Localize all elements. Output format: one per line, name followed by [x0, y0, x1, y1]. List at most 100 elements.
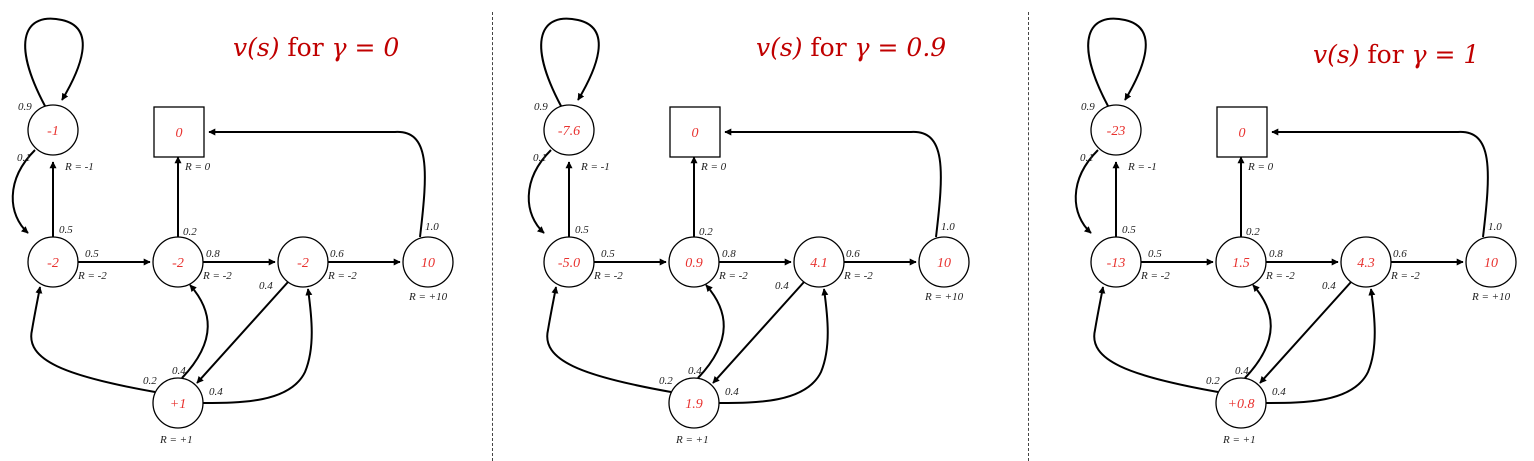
edge-label-c1-fb: 0.5: [1122, 224, 1136, 236]
edge-label-fb-self: 0.9: [18, 101, 32, 113]
panel-title-3: v(s) for γ = 1: [1313, 40, 1479, 69]
edge-fb-self: [24, 17, 84, 107]
state-node-c2: [1215, 236, 1267, 288]
edge-label-c1-c2: 0.5: [601, 248, 615, 260]
edge-label-pass-sleep: 1.0: [941, 221, 955, 233]
reward-label-c1: R = -2: [1140, 270, 1170, 282]
state-node-pass: [1465, 236, 1517, 288]
edge-label-fb-c1: 0.1: [17, 152, 31, 164]
reward-label-fb: R = -1: [580, 161, 610, 173]
edge-label-c3-pass: 0.6: [846, 248, 860, 260]
reward-label-c2: R = -2: [202, 270, 232, 282]
title-v: v(s): [756, 33, 803, 62]
reward-label-sleep: R = 0: [184, 161, 211, 173]
state-value-pub: +0.8: [1228, 397, 1255, 412]
edge-fb-c1: [11, 149, 36, 234]
reward-label-c3: R = -2: [1390, 270, 1420, 282]
panel-divider-2: [1028, 12, 1029, 461]
edge-label-pub-c3: 0.4: [725, 386, 739, 398]
edge-fb-self: [540, 17, 600, 107]
edge-label-c2-c3: 0.8: [206, 248, 220, 260]
edge-pub-c1: [1093, 286, 1219, 393]
state-node-c1: [543, 236, 595, 288]
state-value-c1: -2: [47, 256, 59, 271]
state-node-c1: [1090, 236, 1142, 288]
state-node-pub: [668, 377, 720, 429]
state-value-c1: -13: [1107, 256, 1126, 271]
edge-label-c3-pub: 0.4: [775, 280, 789, 292]
title-mid: for: [279, 33, 332, 62]
edge-label-fb-c1: 0.1: [533, 152, 547, 164]
edge-pub-c2: [1244, 284, 1272, 379]
edge-pub-c3: [1265, 288, 1376, 404]
state-node-c3: [1340, 236, 1392, 288]
edge-label-c1-c2: 0.5: [85, 248, 99, 260]
state-value-pass: 10: [1484, 256, 1498, 271]
panel-title-1: v(s) for γ = 0: [233, 33, 399, 62]
edge-pass-sleep: [724, 128, 942, 238]
title-v: v(s): [1313, 40, 1360, 69]
edge-label-c1-c2: 0.5: [1148, 248, 1162, 260]
edge-pub-c2: [697, 284, 725, 379]
state-value-pub: 1.9: [685, 397, 703, 412]
edge-label-c3-pass: 0.6: [1393, 248, 1407, 260]
state-node-pub: [152, 377, 204, 429]
state-node-c3: [277, 236, 329, 288]
state-node-sleep: [153, 106, 205, 158]
edge-pass-sleep: [1271, 128, 1489, 238]
edge-label-fb-self: 0.9: [1081, 101, 1095, 113]
title-v: v(s): [233, 33, 280, 62]
state-value-c3: -2: [297, 256, 309, 271]
state-node-fb: [543, 104, 595, 156]
state-node-sleep: [1216, 106, 1268, 158]
edge-fb-self: [1087, 17, 1147, 107]
edge-fb-c1: [527, 149, 552, 234]
edge-pub-c3: [202, 288, 313, 404]
panel-title-2: v(s) for γ = 0.9: [756, 33, 946, 62]
state-node-pass: [402, 236, 454, 288]
state-node-pass: [918, 236, 970, 288]
state-node-pub: [1215, 377, 1267, 429]
state-value-pass: 10: [421, 256, 435, 271]
reward-label-pub: R = +1: [1222, 434, 1256, 446]
state-value-sleep: 0: [1239, 126, 1246, 141]
edge-pub-c1: [30, 286, 156, 393]
edge-pub-c1: [546, 286, 672, 393]
title-gamma: γ = 1: [1411, 40, 1480, 69]
edge-label-pub-c3: 0.4: [209, 386, 223, 398]
title-gamma: γ = 0.9: [854, 33, 947, 62]
edge-label-c1-fb: 0.5: [575, 224, 589, 236]
title-mid: for: [802, 33, 855, 62]
edge-label-c3-pass: 0.6: [330, 248, 344, 260]
edge-fb-c1: [1074, 149, 1099, 234]
edge-pub-c3: [718, 288, 829, 404]
reward-label-sleep: R = 0: [1247, 161, 1274, 173]
edge-c3-pub: [196, 281, 289, 384]
edge-c3-pub: [1259, 281, 1352, 384]
state-node-fb: [27, 104, 79, 156]
reward-label-sleep: R = 0: [700, 161, 727, 173]
edge-label-c2-sleep: 0.2: [1246, 226, 1260, 238]
edge-label-c1-fb: 0.5: [59, 224, 73, 236]
state-node-c3: [793, 236, 845, 288]
edge-label-c2-c3: 0.8: [722, 248, 736, 260]
state-value-pub: +1: [170, 397, 186, 412]
edge-label-fb-c1: 0.1: [1080, 152, 1094, 164]
state-value-fb: -1: [47, 124, 59, 139]
reward-label-c3: R = -2: [327, 270, 357, 282]
edge-label-c2-sleep: 0.2: [183, 226, 197, 238]
reward-label-c2: R = -2: [718, 270, 748, 282]
state-value-c1: -5.0: [558, 256, 580, 271]
state-node-c2: [668, 236, 720, 288]
reward-label-pass: R = +10: [1471, 291, 1511, 303]
edge-label-c2-sleep: 0.2: [699, 226, 713, 238]
reward-label-c1: R = -2: [593, 270, 623, 282]
state-node-c2: [152, 236, 204, 288]
edge-label-pub-c1: 0.2: [143, 375, 157, 387]
reward-label-c2: R = -2: [1265, 270, 1295, 282]
